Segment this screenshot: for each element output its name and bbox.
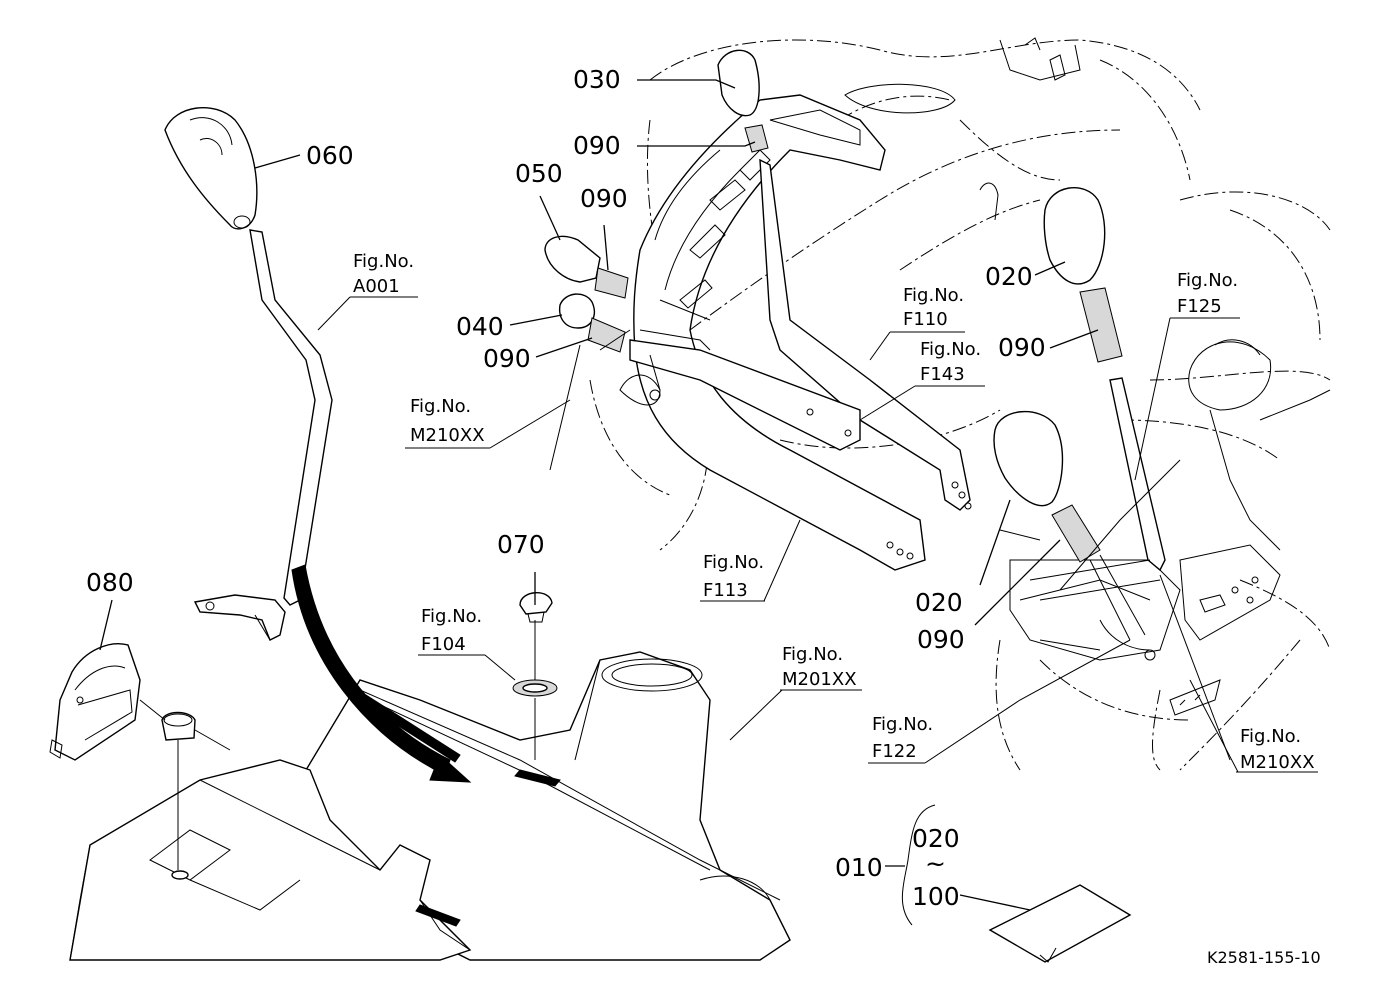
callout-010: 010 (835, 853, 883, 882)
callout-090: 090 (998, 333, 1046, 362)
left-shift-lever (164, 106, 333, 641)
svg-text:M210XX: M210XX (410, 425, 485, 446)
cover-080 (49, 643, 141, 761)
callout-080: 080 (86, 568, 134, 597)
svg-text:F122: F122 (872, 741, 917, 762)
callout-090: 090 (573, 131, 621, 160)
fig-ref-f125[interactable]: Fig.No. F125 (1170, 270, 1240, 319)
knob-040 (558, 293, 626, 353)
callout-090: 090 (917, 625, 965, 654)
callout-030: 030 (573, 65, 621, 94)
rods-right-gate (1029, 459, 1181, 641)
svg-text:F125: F125 (1177, 296, 1222, 317)
fig-ref-a001[interactable]: Fig.No. A001 (350, 251, 418, 298)
svg-text:F110: F110 (903, 309, 948, 330)
manual-sheet (901, 804, 1132, 963)
callout-090: 090 (580, 184, 628, 213)
knob-020-upper (1043, 186, 1166, 572)
drawing-code: K2581-155-10 (1207, 948, 1321, 967)
nut-cap (161, 711, 196, 741)
callout-040: 040 (456, 312, 504, 341)
fig-ref-m201xx[interactable]: Fig.No. M201XX (780, 644, 862, 691)
svg-text:M201XX: M201XX (782, 669, 857, 690)
callout-100: 100 (912, 882, 960, 911)
svg-text:Fig.No.: Fig.No. (920, 339, 981, 360)
svg-text:Fig.No.: Fig.No. (703, 552, 764, 573)
callout-070: 070 (497, 530, 545, 559)
svg-text:Fig.No.: Fig.No. (872, 714, 933, 735)
fig-ref-m210xx-left[interactable]: Fig.No. M210XX (405, 396, 490, 449)
fig-ref-f143[interactable]: Fig.No. F143 (915, 339, 985, 387)
part-callouts: 030 090 050 090 040 090 060 020 090 020 … (86, 65, 1046, 911)
svg-text:F143: F143 (920, 364, 965, 385)
svg-text:Fig.No.: Fig.No. (1240, 726, 1301, 747)
fig-ref-f110[interactable]: Fig.No. F110 (890, 285, 965, 333)
knob-050 (544, 235, 629, 299)
fig-ref-f113[interactable]: Fig.No. F113 (700, 552, 765, 602)
fig-ref-f104[interactable]: Fig.No. F104 (418, 606, 485, 656)
svg-text:F104: F104 (421, 634, 466, 655)
callout-060: 060 (306, 141, 354, 170)
svg-text:F113: F113 (703, 580, 748, 601)
svg-text:Fig.No.: Fig.No. (410, 396, 471, 417)
callout-090: 090 (483, 344, 531, 373)
tilde-range: ~ (925, 849, 946, 878)
floor-plate (69, 759, 472, 961)
svg-text:Fig.No.: Fig.No. (903, 285, 964, 306)
assembly-arrow (291, 564, 472, 783)
fig-ref-f122[interactable]: Fig.No. F122 (868, 714, 933, 764)
svg-text:Fig.No.: Fig.No. (782, 644, 843, 665)
svg-text:Fig.No.: Fig.No. (421, 606, 482, 627)
leader-lines (99, 79, 1239, 911)
plug-070 (512, 592, 558, 697)
callout-020: 020 (985, 262, 1033, 291)
callout-020: 020 (912, 824, 960, 853)
fig-ref-m210xx-right[interactable]: Fig.No. M210XX (1236, 726, 1318, 773)
callout-050: 050 (515, 159, 563, 188)
shift-gate-bracket (619, 94, 972, 571)
svg-text:A001: A001 (353, 276, 400, 297)
svg-text:M210XX: M210XX (1240, 752, 1315, 773)
callout-020: 020 (915, 588, 963, 617)
fig-references: Fig.No. A001 Fig.No. F110 Fig.No. F143 F… (350, 251, 1318, 773)
svg-text:Fig.No.: Fig.No. (353, 251, 414, 272)
svg-text:Fig.No.: Fig.No. (1177, 270, 1238, 291)
knob-020-lower (993, 411, 1101, 563)
